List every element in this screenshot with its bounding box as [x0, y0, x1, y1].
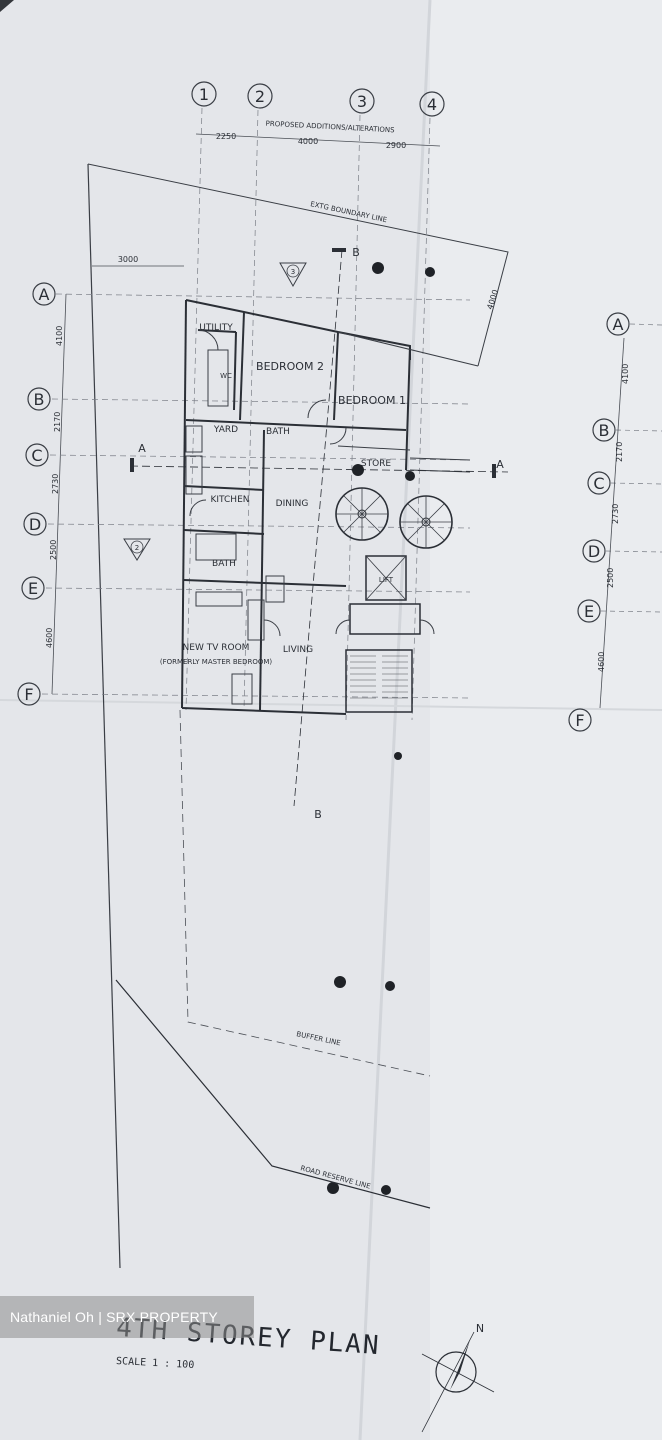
boundary-line — [87, 163, 509, 367]
row-left-c: C — [31, 446, 42, 465]
row-dim-left-1: 4100 — [55, 326, 64, 346]
row-dim-right-1: 4100 — [621, 364, 630, 384]
row-right-c: C — [593, 474, 604, 493]
grid-bubble-3: 3 — [349, 88, 375, 114]
section-b-markers: B B — [293, 246, 360, 821]
room-dining: DINING — [276, 499, 309, 509]
left-dimension-line — [51, 293, 67, 695]
top-dimension-line — [195, 133, 441, 147]
room-tv: NEW TV ROOM — [183, 643, 250, 653]
buffer-line — [179, 709, 431, 1077]
row-right-a: A — [613, 315, 624, 334]
col-dimension-2: 4000 — [298, 137, 318, 146]
row-right-f: F — [575, 711, 584, 730]
col-dimension-3: 2900 — [386, 141, 406, 150]
grid-bubble-3-label: 3 — [357, 92, 367, 111]
row-dim-left-2: 2170 — [53, 412, 62, 432]
left-boundary — [87, 163, 121, 1269]
north-arrow-icon: N — [421, 1322, 495, 1433]
room-tv-note: (FORMERLY MASTER BEDROOM) — [160, 658, 273, 666]
grid-bubble-4-label: 4 — [427, 95, 437, 114]
row-right-b: B — [599, 421, 610, 440]
dim-3000: 3000 — [118, 255, 138, 264]
marker-3-label: 3 — [291, 268, 295, 276]
row-dim-right-4: 2500 — [606, 568, 615, 588]
row-left-a: A — [39, 285, 50, 304]
paper-crease — [0, 699, 662, 711]
row-right-d: D — [588, 542, 600, 561]
right-dimension-line — [599, 337, 625, 709]
grid-bubble-1: 1 — [191, 81, 217, 107]
grid-lines-vertical — [185, 107, 431, 721]
row-dim-left-4: 2500 — [49, 540, 58, 560]
section-a-left: A — [138, 442, 146, 455]
room-bedroom-1: BEDROOM 1 — [338, 394, 406, 407]
row-dim-right-5: 4600 — [597, 652, 606, 672]
punch-marks — [327, 262, 435, 1195]
row-left-b: B — [34, 390, 45, 409]
section-b-bottom: B — [314, 808, 322, 821]
grid-lines-horizontal — [41, 293, 471, 699]
row-left-e: E — [28, 579, 38, 598]
row-right-e: E — [584, 602, 594, 621]
room-store: STORE — [361, 459, 392, 469]
row-dim-right-2: 2170 — [615, 442, 624, 462]
room-utility: UTILITY — [199, 323, 233, 333]
marker-3: 3 — [279, 262, 307, 288]
paper-corner — [0, 0, 14, 12]
paper-fold-light — [430, 0, 662, 1440]
room-yard: YARD — [213, 425, 238, 435]
room-bath-bottom: BATH — [212, 559, 236, 569]
grid-rows-right: A B C D E F — [568, 312, 630, 732]
room-bath-top: BATH — [266, 427, 290, 437]
grid-bubble-4: 4 — [419, 91, 445, 117]
marker-2-label: 2 — [135, 544, 139, 552]
grid-bubble-2: 2 — [247, 83, 273, 109]
watermark: Nathaniel Oh | SRX PROPERTY — [0, 1296, 254, 1338]
stair-treads — [350, 655, 408, 699]
marker-2: 2 — [123, 538, 151, 561]
paper-fold — [358, 0, 432, 1440]
row-dim-left-3: 2730 — [51, 474, 60, 494]
row-left-f: F — [24, 685, 33, 704]
room-kitchen: KITCHEN — [211, 495, 250, 505]
lift-label: LIFT — [379, 576, 394, 584]
spiral-stair-right — [399, 495, 453, 549]
grid-lines-right — [600, 323, 662, 613]
row-left-d: D — [29, 515, 41, 534]
spiral-stair-left — [335, 487, 389, 541]
section-b-top: B — [352, 246, 360, 259]
room-living: LIVING — [283, 645, 313, 655]
lift-core: LIFT — [335, 555, 435, 713]
row-dim-right-3: 2730 — [611, 504, 620, 524]
row-dim-left-5: 4600 — [45, 628, 54, 648]
col-dimension-1: 2250 — [216, 132, 236, 141]
grid-bubble-2-label: 2 — [255, 87, 265, 106]
room-labels: UTILITY WC BEDROOM 2 BEDROOM 1 YARD BATH… — [160, 323, 406, 666]
road-reserve-line — [115, 979, 431, 1209]
section-a-right: A — [496, 458, 504, 471]
grid-column-bubbles: 1 2 3 4 — [191, 81, 445, 117]
room-bedroom-2: BEDROOM 2 — [256, 360, 324, 373]
north-label: N — [476, 1322, 484, 1335]
section-a-markers: A A — [129, 442, 509, 478]
grid-bubble-1-label: 1 — [199, 85, 209, 104]
interior-details — [185, 329, 479, 705]
grid-rows-left: A B C D E F — [17, 282, 56, 706]
room-wc: WC — [220, 372, 232, 380]
